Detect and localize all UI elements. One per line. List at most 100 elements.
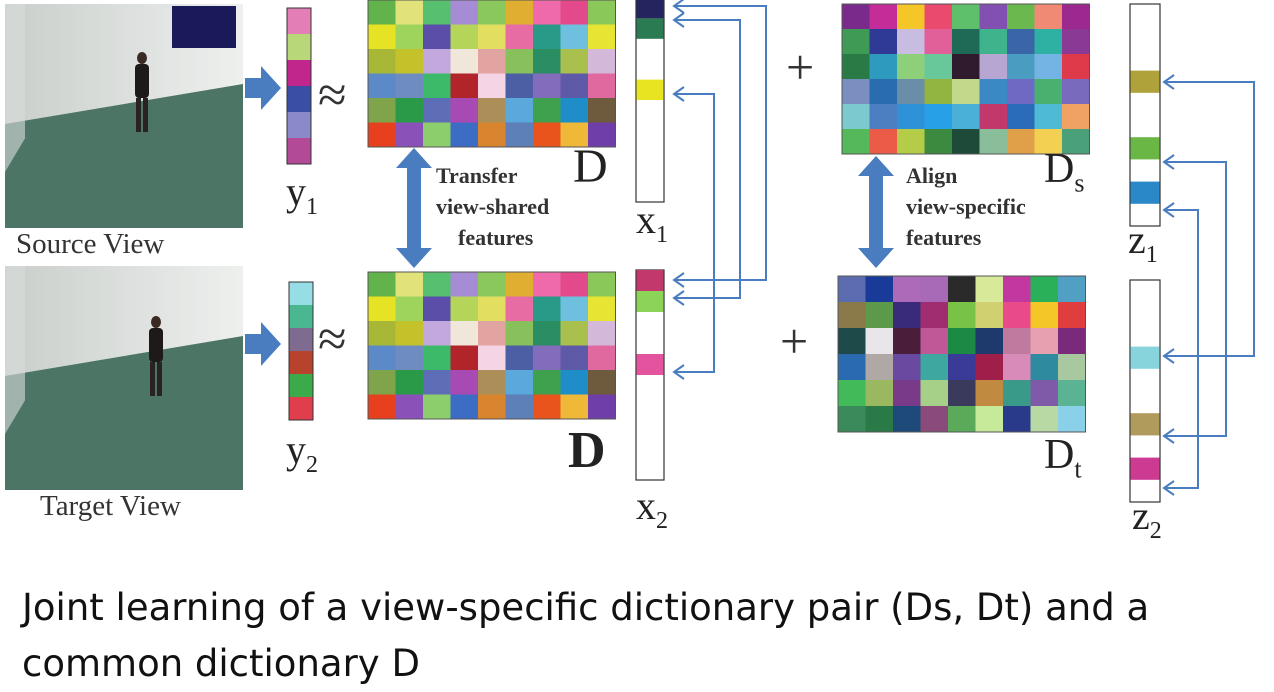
dictionary-ds-cell-5-3 — [924, 129, 952, 154]
dictionary-d-bottom-cell-0-7 — [560, 272, 588, 297]
z-link-inner-line — [1164, 209, 1199, 489]
dictionary-dt-cell-3-6 — [1003, 354, 1031, 380]
align-features-label: Align view-specific features — [906, 160, 1026, 253]
dictionary-dt-cell-2-5 — [975, 328, 1003, 354]
dictionary-d-bottom-cell-4-2 — [423, 370, 451, 395]
dictionary-d-top-cell-5-5 — [505, 122, 533, 147]
dictionary-d-bottom-cell-3-6 — [533, 345, 561, 370]
dictionary-dt-cell-1-3 — [920, 302, 948, 328]
dictionary-d-bottom-cell-1-3 — [450, 296, 478, 321]
dictionary-d-top-cell-1-0 — [368, 24, 396, 49]
transfer-line-3: features — [458, 225, 534, 250]
dictionary-d-top-cell-3-2 — [423, 73, 451, 98]
source-view-photo-person-body — [135, 64, 149, 98]
dictionary-dt-cell-4-7 — [1030, 380, 1058, 406]
dictionary-d-top-cell-1-4 — [478, 24, 506, 49]
dictionary-ds-cell-3-7 — [1034, 79, 1062, 104]
y2-label: y2 — [286, 427, 318, 479]
z-link-middle-head-bottom — [1162, 428, 1175, 444]
dictionary-ds-cell-5-6 — [1007, 129, 1035, 154]
dictionary-d-top-cell-3-1 — [395, 73, 423, 98]
dictionary-ds-cell-3-1 — [869, 79, 897, 104]
dictionary-dt-cell-5-5 — [975, 406, 1003, 432]
dictionary-ds-cell-0-1 — [869, 4, 897, 29]
dictionary-d-bottom-cell-3-4 — [478, 345, 506, 370]
z-link-middle-line — [1164, 161, 1227, 437]
dictionary-ds-cell-4-4 — [952, 104, 980, 129]
align-line-2: view-specific — [906, 194, 1026, 219]
vector-y1-entry-3 — [287, 86, 311, 112]
dictionary-d-top-cell-3-7 — [560, 73, 588, 98]
dictionary-ds-cell-0-3 — [924, 4, 952, 29]
dictionary-ds-cell-2-3 — [924, 54, 952, 79]
target-view-photo-person-body — [149, 328, 163, 362]
dictionary-d-top-cell-4-8 — [588, 98, 616, 123]
dictionary-dt-cell-2-3 — [920, 328, 948, 354]
dictionary-ds-border — [841, 3, 1090, 155]
dictionary-d-bottom-cell-0-5 — [505, 272, 533, 297]
target-view-photo-person-head — [151, 316, 161, 328]
dictionary-dt-cell-5-4 — [948, 406, 976, 432]
dictionary-d-top-cell-2-4 — [478, 49, 506, 74]
dictionary-ds-cell-1-8 — [1062, 29, 1090, 54]
dictionary-ds-cell-3-2 — [897, 79, 925, 104]
transfer-line-1: Transfer — [436, 163, 518, 188]
dictionary-d-bottom-cell-3-8 — [588, 345, 616, 370]
dictionary-d-bottom-cell-4-1 — [395, 370, 423, 395]
dictionary-d-top-cell-2-8 — [588, 49, 616, 74]
x-link-outer-head-top — [672, 0, 685, 14]
dictionary-dt-cell-2-6 — [1003, 328, 1031, 354]
dictionary-d-bottom-cell-2-4 — [478, 321, 506, 346]
dictionary-ds-cell-1-7 — [1034, 29, 1062, 54]
x-link-inner-head-bottom — [672, 364, 685, 380]
dictionary-d-top-cell-3-0 — [368, 73, 396, 98]
dictionary-d-bottom-cell-2-8 — [588, 321, 616, 346]
dictionary-d-bottom-cell-0-8 — [588, 272, 616, 297]
vector-z2-nonzero-1 — [1130, 413, 1160, 436]
dictionary-ds-cell-4-6 — [1007, 104, 1035, 129]
dictionary-dt-cell-1-2 — [893, 302, 921, 328]
x-link-inner-line — [674, 93, 715, 373]
dictionary-d-top-cell-1-6 — [533, 24, 561, 49]
dictionary-dt-cell-0-4 — [948, 276, 976, 302]
dictionary-d-bottom-cell-4-8 — [588, 370, 616, 395]
dictionary-ds-cell-4-0 — [842, 104, 870, 129]
dictionary-ds-cell-2-8 — [1062, 54, 1090, 79]
vector-x2-nonzero-2 — [636, 354, 664, 375]
dictionary-ds-cell-5-7 — [1034, 129, 1062, 154]
target-view-label: Target View — [40, 490, 181, 522]
dictionary-d-bottom-cell-1-5 — [505, 296, 533, 321]
dictionary-d-top-cell-3-5 — [505, 73, 533, 98]
approx-sign-bottom: ≈ — [318, 311, 347, 368]
dictionary-dt-cell-1-5 — [975, 302, 1003, 328]
vector-z1-nonzero-1 — [1130, 137, 1160, 160]
dictionary-dt-cell-1-8 — [1058, 302, 1086, 328]
transfer-line-2: view-shared — [436, 194, 550, 219]
dictionary-d-bottom-cell-3-7 — [560, 345, 588, 370]
dictionary-ds-cell-4-7 — [1034, 104, 1062, 129]
z-link-outer-head-top — [1162, 74, 1175, 90]
dictionary-dt-cell-4-5 — [975, 380, 1003, 406]
dictionary-d-top-cell-1-3 — [450, 24, 478, 49]
source-view-photo-person-head — [137, 52, 147, 64]
dictionary-d-top-cell-5-0 — [368, 122, 396, 147]
x-link-outer-line — [674, 5, 767, 281]
dictionary-d-bottom — [367, 271, 616, 420]
dictionary-d-top-cell-2-7 — [560, 49, 588, 74]
dictionary-dt-cell-4-0 — [838, 380, 866, 406]
dictionary-dt-cell-4-6 — [1003, 380, 1031, 406]
dictionary-dt-cell-1-6 — [1003, 302, 1031, 328]
dictionary-d-top-cell-4-7 — [560, 98, 588, 123]
dictionary-d-bottom-cell-2-5 — [505, 321, 533, 346]
dictionary-d-top-border — [367, 0, 616, 148]
dictionary-dt-cell-4-4 — [948, 380, 976, 406]
dictionary-dt-cell-5-8 — [1058, 406, 1086, 432]
vector-y1-entry-1 — [287, 34, 311, 60]
dictionary-dt-cell-2-0 — [838, 328, 866, 354]
source-to-y1-arrow — [245, 66, 281, 110]
dictionary-d-bottom-cell-5-5 — [505, 394, 533, 419]
dictionary-dt-cell-5-6 — [1003, 406, 1031, 432]
dictionary-ds-cell-1-1 — [869, 29, 897, 54]
vector-x2 — [635, 269, 665, 481]
